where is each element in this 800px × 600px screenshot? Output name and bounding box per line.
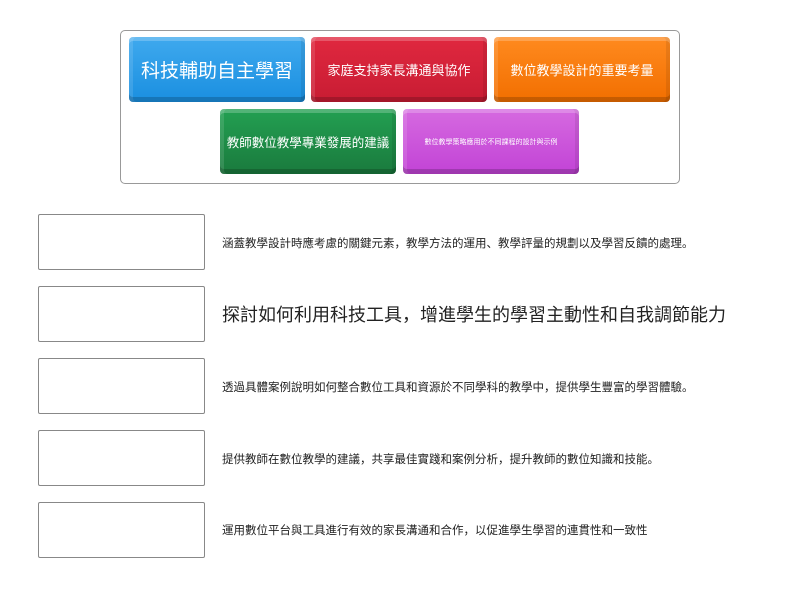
description-5: 運用數位平台與工具進行有效的家長溝通和合作，以促進學生學習的連貫性和一致性: [222, 523, 648, 537]
drop-slot-2[interactable]: [38, 286, 205, 342]
drop-slot-3[interactable]: [38, 358, 205, 414]
description-1: 涵蓋教學設計時應考慮的關鍵元素，教學方法的運用、教學評量的規劃以及學習反饋的處理…: [222, 236, 694, 250]
tile-tech-self-learning[interactable]: 科技輔助自主學習: [129, 37, 305, 102]
description-4: 提供教師在數位教學的建議，共享最佳實踐和案例分析，提升教師的數位知識和技能。: [222, 452, 659, 466]
tile-strategy-examples[interactable]: 數位教學策略應用於不同課程的設計與示例: [403, 109, 579, 174]
tile-teacher-development[interactable]: 教師數位教學專業發展的建議: [220, 109, 396, 174]
drop-slot-1[interactable]: [38, 214, 205, 270]
description-3: 透過具體案例說明如何整合數位工具和資源於不同學科的教學中，提供學生豐富的學習體驗…: [222, 380, 694, 394]
tile-design-considerations[interactable]: 數位教學設計的重要考量: [494, 37, 670, 102]
drop-slot-5[interactable]: [38, 502, 205, 558]
tile-bank: 科技輔助自主學習 家庭支持家長溝通與協作 數位教學設計的重要考量 教師數位教學專…: [120, 30, 680, 184]
description-2: 探討如何利用科技工具，增進學生的學習主動性和自我調節能力: [222, 305, 726, 326]
drop-slot-4[interactable]: [38, 430, 205, 486]
tile-family-communication[interactable]: 家庭支持家長溝通與協作: [311, 37, 487, 102]
